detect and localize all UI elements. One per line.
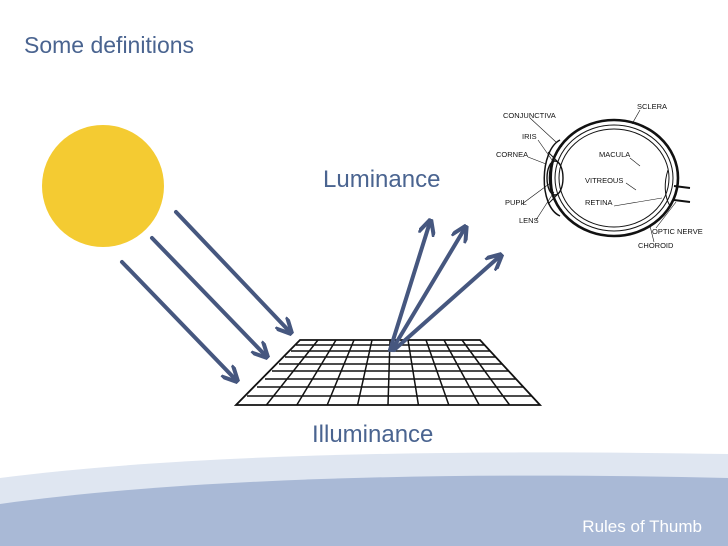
reflected-light-arrows (388, 222, 500, 352)
surface-grid-icon (233, 339, 543, 406)
eye-label-conjunctiva: CONJUNCTIVA (503, 111, 556, 120)
eye-label-optic-nerve: OPTIC NERVE (652, 227, 703, 236)
incident-light-arrows (120, 210, 290, 380)
eye-icon (543, 118, 691, 238)
eye-label-lens: LENS (519, 216, 539, 225)
eye-label-choroid: CHOROID (638, 241, 674, 250)
illuminance-label: Illuminance (312, 421, 434, 448)
eye-label-pupil: PUPIL (505, 198, 527, 207)
incident-arrow (174, 210, 290, 332)
reflected-arrow (388, 222, 430, 352)
footer-text: Rules of Thumb (582, 517, 702, 536)
eye-label-vitreous: VITREOUS (585, 176, 623, 185)
reflected-arrow (390, 228, 465, 352)
slide-title: Some definitions (24, 32, 195, 58)
sun-icon (42, 125, 164, 247)
eye-label-cornea: CORNEA (496, 150, 528, 159)
reflected-arrow (392, 256, 500, 352)
luminance-label: Luminance (323, 166, 441, 193)
eye-label-retina: RETINA (585, 198, 613, 207)
incident-arrow (150, 236, 266, 356)
eye-label-macula: MACULA (599, 150, 630, 159)
eye-diagram: CONJUNCTIVA SCLERA IRIS CORNEA MACULA VI… (496, 102, 703, 250)
footer-band (0, 475, 728, 546)
eye-label-sclera: SCLERA (637, 102, 667, 111)
eye-leader-lines (521, 109, 677, 243)
incident-arrow (120, 260, 236, 380)
eye-label-iris: IRIS (522, 132, 537, 141)
